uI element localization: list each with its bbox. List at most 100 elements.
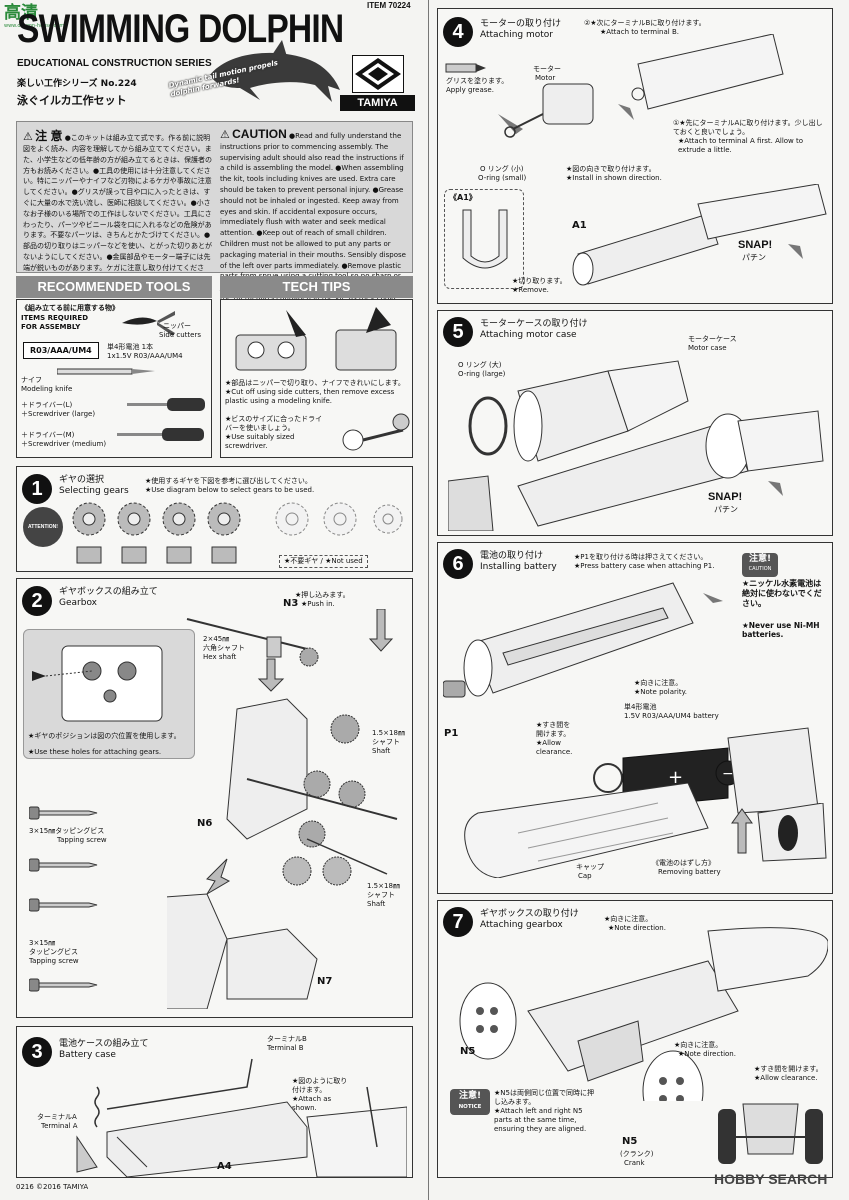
step4-two-en: ★Attach to terminal B. (600, 28, 679, 36)
motor-case-insert-illustration (572, 184, 827, 286)
notice-jp: ★N5は両側同じ位置で同時に押し込みます。 (494, 1089, 594, 1106)
hex-en: Hex shaft (203, 653, 237, 661)
clearance-en: ★Allow clearance. (754, 1074, 818, 1082)
cut-jp: ★切り取ります。 (512, 277, 567, 285)
tools-jp: 《組み立てる前に用意する物》 (21, 304, 119, 312)
shaft2-size: 1.5×18㎜ (367, 882, 400, 890)
n3-label: N3 (283, 598, 299, 609)
shaft1-en: Shaft (372, 747, 391, 755)
hobby-search-watermark: HOBBY SEARCH (714, 1171, 828, 1187)
termb-en: Terminal B (267, 1044, 304, 1052)
step1-panel: 1 ギヤの選択 Selecting gears ★使用するギヤを下図を参考に選び… (16, 466, 413, 572)
install-dir-jp: ★図の向きで取り付けます。 (566, 165, 656, 173)
shaft2-jp: シャフト (367, 891, 395, 899)
nipper-en: Side cutters (159, 331, 201, 339)
step2-title: ギヤボックスの組み立て Gearbox (59, 587, 158, 609)
tip1-en: ★Cut off using side cutters, then remove… (225, 388, 395, 405)
nimh-jp: ★ニッケル水素電池は絶対に使わないでください。 (742, 579, 822, 608)
caution-jp: ⚠ 注 意 ●このキットは組み立て式です。作る前に説明図をよく読み、内容を理解し… (23, 127, 215, 284)
warning-triangle-icon: ⚠ (220, 128, 230, 141)
tip2-jp: ★ビスのサイズに合ったドライバーを使いましょう。 (225, 415, 323, 432)
snap-label: SNAP! (708, 491, 743, 503)
clearance-jp: ★すき間を開けます。 (754, 1065, 823, 1073)
driver-m-jp: ＋ドライバー(M) (21, 431, 75, 439)
battery-jp: 単4形電池 1本 (107, 343, 154, 351)
step3-en: Battery case (59, 1050, 116, 1060)
step6-jp: 電池の取り付け (480, 551, 544, 561)
cap-jp: キャップ (576, 863, 604, 871)
page-title: SWIMMING DOLPHIN (17, 7, 344, 51)
driver-l-jp: ＋ドライバー(L) (21, 401, 73, 409)
screwdriver-medium-icon (117, 428, 204, 441)
screw1-en: Tapping screw (57, 836, 107, 844)
battery-case-illustration (76, 1058, 407, 1177)
motor-jp: モーター (533, 65, 561, 73)
driver-l-en: ＋Screwdriver (large) (21, 410, 96, 418)
cap-en: Cap (578, 872, 592, 880)
snap-jp: パチン (742, 253, 766, 262)
step3-panel: 3 電池ケースの組み立て Battery case ターミナルB Termina… (16, 1026, 413, 1178)
battery-jp: 単4形電池 (624, 703, 657, 711)
motor-en: Motor (535, 74, 556, 82)
step7-title: ギヤボックスの取り付け Attaching gearbox (480, 909, 579, 931)
svg-text:+: + (668, 767, 683, 788)
push-jp: ★押し込みます。 (295, 591, 350, 599)
knife-en: Modeling knife (21, 385, 73, 393)
battery-box: R03/AAA/UM4 (23, 342, 99, 359)
gap-en: ★Allow clearance. (536, 739, 573, 756)
step4-number: 4 (443, 17, 473, 47)
nipper-jp: ニッパー (163, 322, 191, 330)
tools-panel: 《組み立てる前に用意する物》 ITEMS REQUIRED FOR ASSEMB… (16, 299, 212, 458)
step4-two-jp: ②★次にターミナルBに取り付けます。 (584, 19, 706, 27)
screw2-jp: タッピングビス (29, 948, 78, 956)
column-divider (428, 0, 429, 1200)
step6-title: 電池の取り付け Installing battery (480, 551, 557, 573)
gears-not-used-illustration (275, 502, 403, 536)
step1-jp: ギヤの選択 (59, 475, 105, 485)
screw2-size: 3×15㎜ (29, 939, 56, 947)
step5-en: Attaching motor case (480, 330, 577, 340)
tamiya-star-icon (352, 55, 404, 93)
crank-en: Crank (624, 1159, 645, 1167)
a1-detail-box: 《A1》 (444, 189, 524, 289)
step2-number: 2 (22, 586, 52, 616)
step6-en: Installing battery (480, 562, 557, 572)
notice-en: ★Attach left and right N5 parts at the s… (494, 1107, 587, 1133)
step5-jp: モーターケースの取り付け (480, 319, 588, 329)
step3-jp: 電池ケースの組み立て (59, 1039, 149, 1049)
step3-number: 3 (22, 1037, 52, 1067)
tools-en: ITEMS REQUIRED FOR ASSEMBLY (21, 314, 88, 331)
attach-en: ★Attach as shown. (292, 1095, 332, 1112)
dir2-jp: ★向きに注意。 (674, 1041, 723, 1049)
step2-en: Gearbox (59, 598, 97, 608)
screwdriver-tip-illustration (342, 413, 410, 451)
screw2-en: Tapping screw (29, 957, 79, 965)
a1-label: A1 (572, 220, 587, 231)
terma-jp: ターミナルA (37, 1113, 77, 1121)
cut-en: ★Remove. (512, 286, 549, 294)
step7-jp: ギヤボックスの取り付け (480, 909, 579, 919)
tips-panel: ★部品はニッパーで切り取り、ナイフできれいにします。 ★Cut off usin… (220, 299, 413, 458)
polarity-jp: ★向きに注意。 (634, 679, 683, 687)
step4-title: モーターの取り付け Attaching motor (480, 19, 561, 41)
step7-panel: 7 ギヤボックスの取り付け Attaching gearbox ★向きに注意。 … (437, 900, 833, 1178)
tools-header: RECOMMENDED TOOLS (16, 276, 212, 298)
shaft2-en: Shaft (367, 900, 386, 908)
footer-code: 0216 ©2016 TAMIYA (16, 1183, 89, 1191)
grease-jp: グリスを塗ります。 (446, 77, 509, 85)
caution-badge: 注意! CAUTION (742, 553, 778, 577)
n5-left-label: N5 (460, 1046, 476, 1057)
tip2-en: ★Use suitably sized screwdriver. (225, 433, 295, 450)
push-en: ★Push in. (301, 600, 335, 608)
step4-jp: モーターの取り付け (480, 19, 562, 29)
dolphin-logo (210, 40, 340, 102)
n6-label: N6 (197, 818, 213, 829)
termb-jp: ターミナルB (267, 1035, 307, 1043)
step4-en: Attaching motor (480, 30, 554, 40)
hex-size: 2×45㎜ (203, 635, 230, 643)
caution-en-title: CAUTION (232, 127, 287, 141)
snap-label: SNAP! (738, 239, 773, 251)
gap-jp: ★すき間を開けます。 (536, 721, 571, 738)
step5-title: モーターケースの取り付け Attaching motor case (480, 319, 588, 341)
notice-head: 注意! (458, 1091, 482, 1101)
